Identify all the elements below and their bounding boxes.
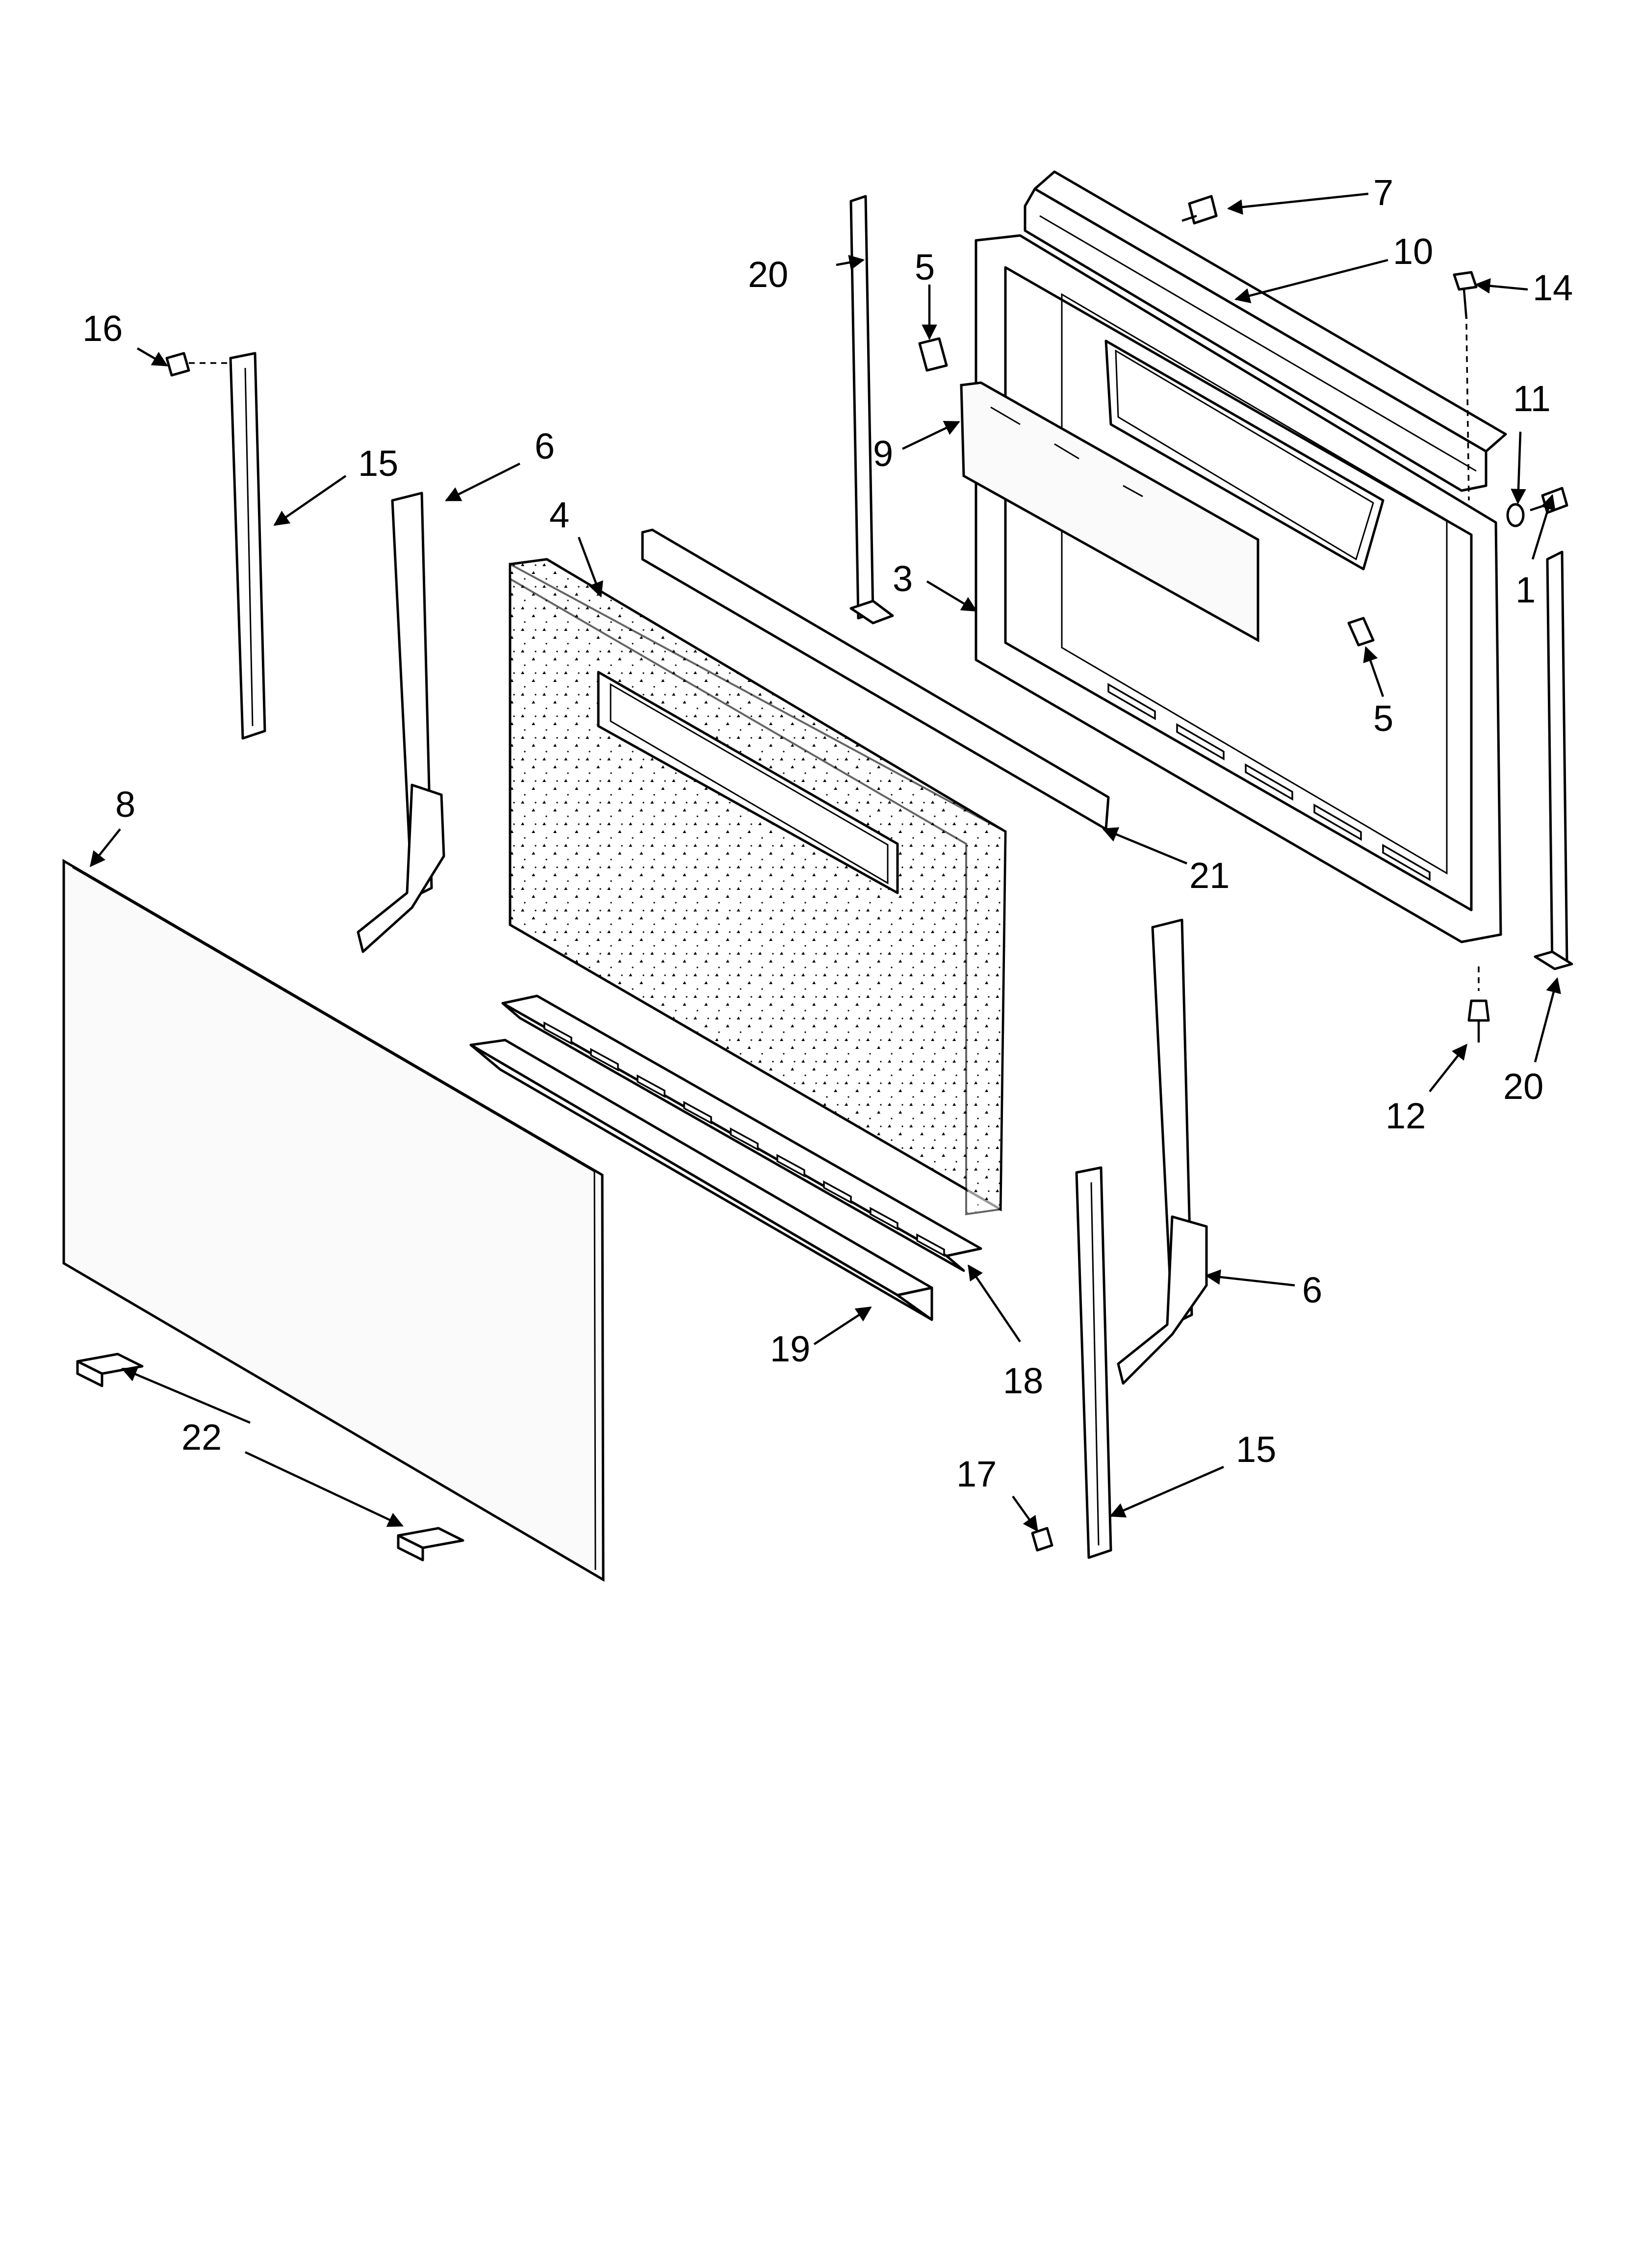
callout-label-7: 7 xyxy=(1373,172,1393,213)
callout-label-4: 4 xyxy=(549,495,569,535)
callout-label-8: 8 xyxy=(115,784,135,825)
callout-label-6: 6 xyxy=(1302,1270,1322,1310)
hinge-part xyxy=(1117,918,1208,1385)
callout-label-11: 11 xyxy=(1513,378,1551,419)
callout-label-3: 3 xyxy=(893,558,913,599)
callout-label-22: 22 xyxy=(181,1417,222,1458)
door-gasket-strip-part xyxy=(641,528,1110,831)
frame-slot xyxy=(1313,803,1362,841)
callout-label-12: 12 xyxy=(1385,1095,1426,1136)
hinge-receiver-part xyxy=(1075,1166,1112,1559)
screw-part xyxy=(1467,966,1490,1043)
screw-part xyxy=(1181,195,1218,225)
screw-part xyxy=(1453,271,1478,501)
screw-part xyxy=(1031,1527,1053,1552)
callout-label-16: 16 xyxy=(82,308,123,349)
glass-clip-part xyxy=(76,1353,144,1387)
channel-slot xyxy=(543,1021,572,1045)
outer-door-glass-part xyxy=(62,859,605,1582)
callout-label-20: 20 xyxy=(1503,1066,1543,1107)
door-bottom-trim-part xyxy=(469,1039,933,1321)
channel-slot xyxy=(776,1154,805,1177)
channel-slot xyxy=(730,1127,759,1151)
frame-slot xyxy=(1245,763,1293,801)
screw-part xyxy=(165,352,231,377)
side-trim-strip-part xyxy=(1534,550,1573,970)
callout-label-6: 6 xyxy=(535,426,555,467)
callout-labels: 7 10 14 11 1 20 5 9 3 5 21 4 6 15 16 8 2… xyxy=(82,172,1573,1494)
callout-label-15: 15 xyxy=(358,443,398,484)
channel-slot xyxy=(590,1048,619,1071)
callout-label-15: 15 xyxy=(1236,1429,1276,1470)
frame-slot xyxy=(1107,682,1156,721)
window-glass-part xyxy=(960,381,1259,643)
callout-label-19: 19 xyxy=(770,1329,810,1369)
callout-label-14: 14 xyxy=(1533,267,1573,308)
hinge-part xyxy=(357,492,445,953)
frame-slot xyxy=(1176,723,1225,761)
channel-slot xyxy=(916,1233,945,1257)
clip-part xyxy=(918,337,948,372)
clip-part xyxy=(1347,617,1375,647)
hinge-receiver-part xyxy=(229,352,266,740)
callout-label-9: 9 xyxy=(873,433,893,474)
callout-label-10: 10 xyxy=(1393,231,1433,272)
door-top-trim-part xyxy=(1024,170,1507,492)
door-bottom-channel-part xyxy=(501,994,982,1272)
leader-lines xyxy=(90,192,1561,1532)
channel-slot xyxy=(823,1180,852,1204)
washer-part xyxy=(1506,503,1525,527)
channel-slot xyxy=(870,1207,898,1230)
callout-label-5: 5 xyxy=(1373,698,1393,739)
channel-slot xyxy=(637,1074,666,1098)
channel-slot xyxy=(683,1101,712,1124)
callout-label-17: 17 xyxy=(956,1454,997,1494)
callout-label-20: 20 xyxy=(748,254,788,295)
glass-clip-part xyxy=(397,1527,464,1562)
side-trim-strip-part xyxy=(849,195,894,625)
callout-label-21: 21 xyxy=(1189,855,1230,896)
door-insulation-part xyxy=(509,558,1007,1216)
frame-slot xyxy=(1382,843,1431,882)
callout-label-18: 18 xyxy=(1003,1360,1043,1401)
callout-label-5: 5 xyxy=(915,247,935,287)
callout-label-1: 1 xyxy=(1515,570,1536,610)
